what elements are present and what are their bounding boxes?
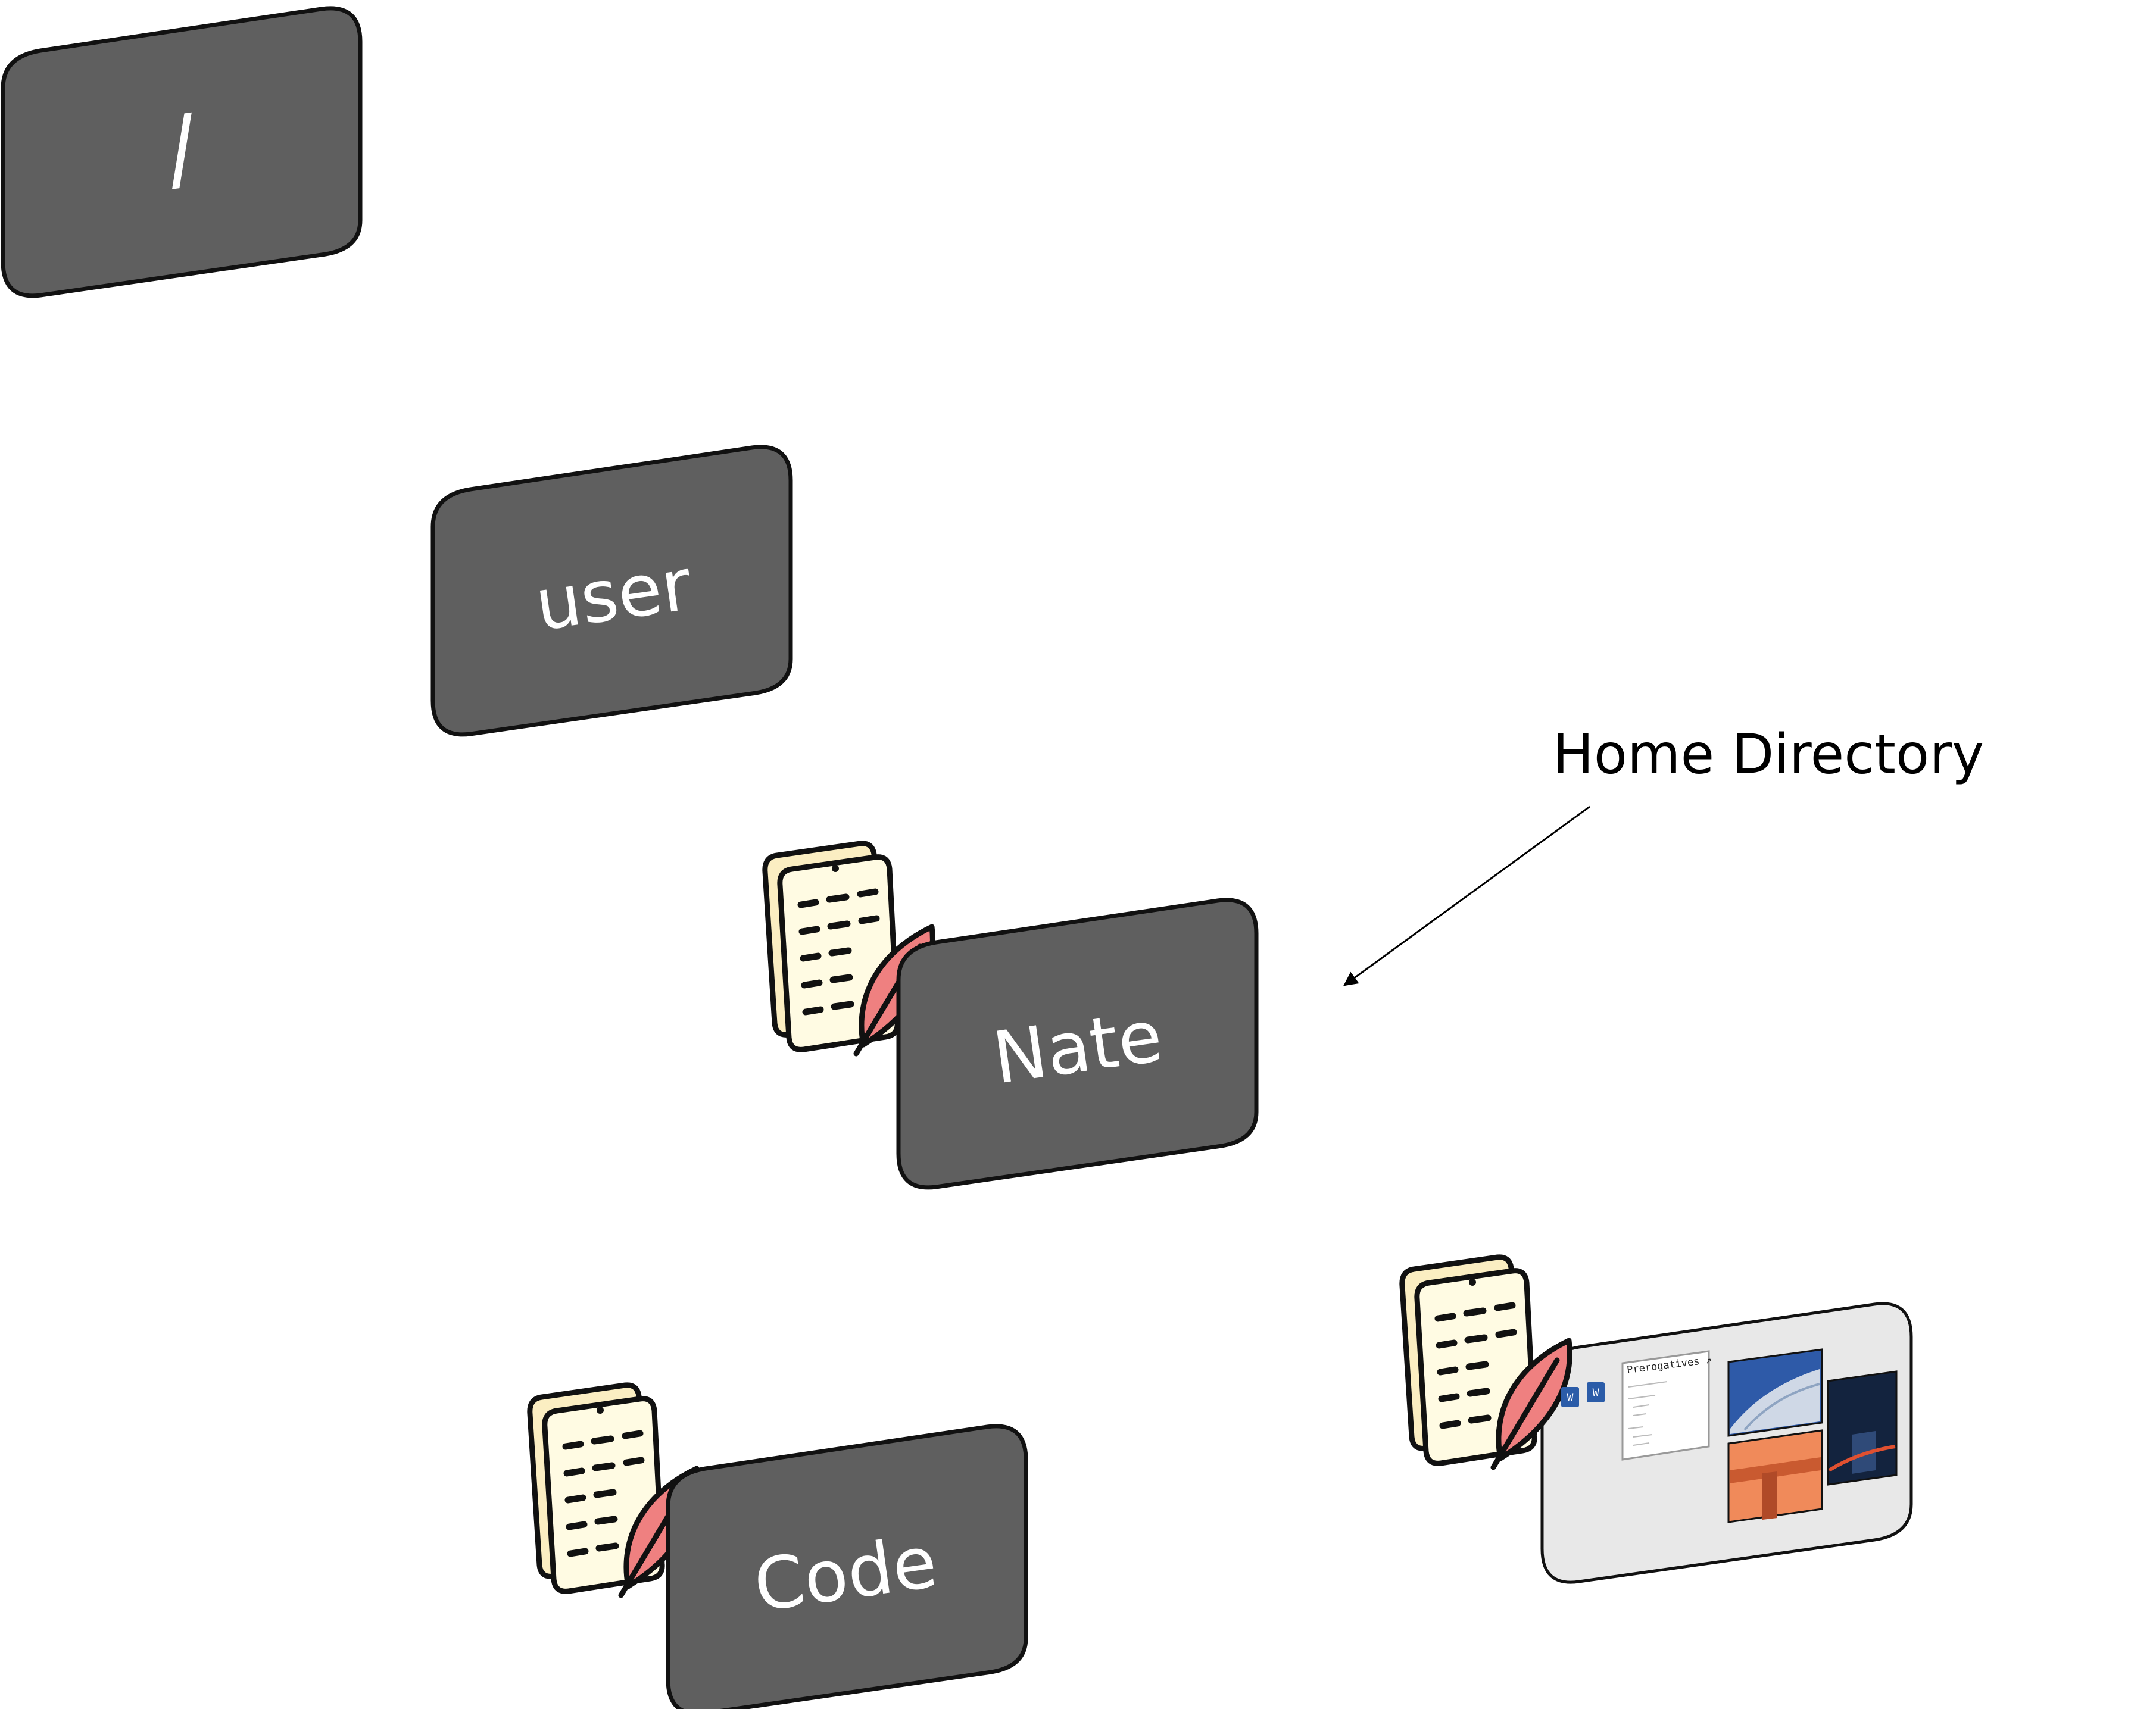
desktop-preview-node[interactable]: W W Prerogatives ↗ xyxy=(1402,1257,1913,1584)
nate-directory-node[interactable]: Nate xyxy=(765,843,1259,1190)
word-document-icon: W W xyxy=(1561,1382,1605,1407)
root-card xyxy=(1,6,363,298)
note-window: Prerogatives ↗ xyxy=(1621,1350,1712,1461)
home-directory-annotation: Home Directory xyxy=(1553,723,1985,786)
svg-text:W: W xyxy=(1593,1387,1599,1399)
root-directory-node[interactable]: / xyxy=(1,6,363,298)
code-directory-node[interactable]: Code xyxy=(530,1385,1028,1709)
user-card xyxy=(430,445,793,737)
code-card xyxy=(666,1424,1028,1709)
user-directory-node[interactable]: user xyxy=(430,445,793,737)
nate-card xyxy=(896,898,1259,1190)
wallpaper-image-1 xyxy=(1727,1348,1823,1437)
svg-text:W: W xyxy=(1567,1392,1574,1404)
wallpaper-image-3 xyxy=(1727,1429,1823,1523)
wallpaper-image-2 xyxy=(1827,1370,1898,1486)
annotation-arrow xyxy=(1343,805,1590,986)
